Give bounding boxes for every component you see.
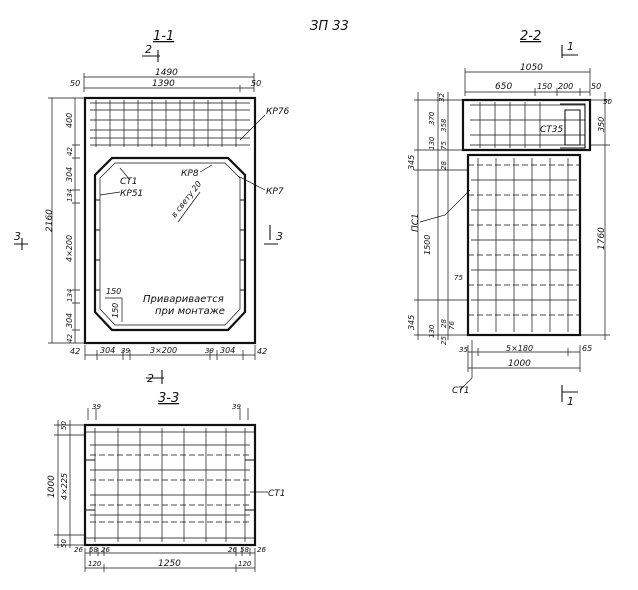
view-1-1: 1-1 2 1490 50 1390 50 КР76 КР8 КР7 СТ1 К… — [14, 29, 290, 385]
label-kr51: КР51 — [120, 189, 143, 199]
dim-bottom-120-left: 120 — [88, 560, 102, 568]
dim-top-39-left: 39 — [92, 403, 101, 411]
label-st35: СТ35 — [540, 125, 564, 135]
dim-left-1000: 1000 — [47, 475, 57, 498]
dim-top-1390: 1390 — [152, 79, 175, 89]
dim-bottom-35: 35 — [459, 346, 468, 354]
label-kr76: КР76 — [266, 107, 290, 117]
view-2-2: 2-2 1 1050 650 150 200 50 СТ35 32 370 13… — [407, 29, 612, 408]
dim-right-350: 350 — [597, 117, 606, 132]
dim-left-42-top: 42 — [66, 147, 74, 156]
dim-bottom-120-right: 120 — [238, 560, 252, 568]
dim-left-304-top: 304 — [65, 167, 74, 182]
label-150-b: 150 — [111, 303, 120, 318]
dim-left-130-bottom: 130 — [428, 324, 436, 338]
dim-top-39-right: 39 — [232, 403, 241, 411]
dim-bottom-58-a: 58 — [89, 546, 98, 554]
dim-left-42-bottom: 42 — [66, 334, 74, 343]
cut-mark-1-top: 1 — [567, 40, 574, 53]
dim-bottom-1000: 1000 — [508, 359, 531, 369]
view-1-1-title: 1-1 — [153, 29, 174, 44]
label-st1-3-3: СТ1 — [268, 489, 286, 499]
label-kr8: КР8 — [181, 169, 199, 179]
dim-bottom-304-left: 304 — [100, 346, 115, 355]
dim-left-400: 400 — [65, 113, 74, 128]
dim-right-1760: 1760 — [597, 227, 607, 250]
dim-overall-2160: 2160 — [45, 209, 55, 232]
dim-bottom-26-b: 26 — [101, 546, 110, 554]
cut-mark-1-bottom: 1 — [567, 395, 574, 408]
dim-left-134-bottom: 134 — [66, 289, 74, 302]
dim-left-75-bottom: 75 — [454, 274, 463, 282]
dim-left-50-bottom: 50 — [60, 539, 68, 548]
dim-bottom-1250: 1250 — [158, 559, 181, 569]
dim-bottom-26-c: 26 — [228, 546, 237, 554]
dim-left-345-top: 345 — [407, 155, 416, 170]
dim-bottom-3x200: 3×200 — [150, 346, 177, 355]
dim-bottom-42-right: 42 — [257, 347, 267, 356]
dim-bottom-5x180: 5×180 — [506, 344, 533, 353]
dim-bottom-42-left: 42 — [70, 347, 80, 356]
dim-left-32: 32 — [438, 93, 446, 102]
dim-bottom-39-left: 39 — [121, 347, 130, 355]
dim-left-358: 358 — [440, 118, 448, 132]
dim-left-345-bottom: 345 — [407, 315, 416, 330]
dim-bottom-39-right: 39 — [205, 347, 214, 355]
label-st1-2-2: СТ1 — [452, 386, 470, 396]
note-weld-line2: при монтаже — [155, 306, 225, 317]
dim-left-4x225: 4×225 — [60, 473, 69, 500]
cut-mark-3-left: 3 — [14, 230, 21, 243]
label-st1: СТ1 — [120, 177, 138, 187]
view-2-2-title: 2-2 — [520, 29, 541, 44]
dim-right-50: 50 — [603, 98, 612, 106]
dim-left-75-top: 75 — [440, 141, 448, 150]
sheet-code: ЗП 33 — [310, 19, 349, 34]
dim-bottom-26-a: 26 — [74, 546, 83, 554]
view-3-3: 3-3 39 39 50 1000 4×225 50 СТ1 26 58 26 … — [47, 391, 286, 572]
dim-left-130-top: 130 — [428, 136, 436, 150]
dim-left-304-bottom: 304 — [65, 313, 74, 328]
dim-left-76: 76 — [448, 321, 456, 330]
dim-left-134-top: 134 — [66, 189, 74, 202]
label-ps1: ПС1 — [411, 213, 421, 232]
dim-top-1490: 1490 — [155, 68, 178, 78]
dim-left-28-top: 28 — [440, 161, 448, 170]
dim-left-28-bottom: 28 — [440, 319, 448, 328]
dim-left-25: 25 — [440, 336, 448, 345]
dim-left-4x200: 4×200 — [65, 235, 74, 262]
label-kr7: КР7 — [266, 187, 284, 197]
dim-bottom-304-right: 304 — [220, 346, 235, 355]
label-150-a: 150 — [106, 287, 121, 296]
dim-top-650: 650 — [495, 82, 512, 92]
dim-top-50-right: 50 — [251, 79, 261, 88]
dim-bottom-58-b: 58 — [240, 546, 249, 554]
cut-mark-3-right: 3 — [276, 230, 283, 243]
dim-top-50: 50 — [591, 82, 601, 91]
view-3-3-title: 3-3 — [158, 391, 179, 406]
dim-bottom-26-d: 26 — [257, 546, 266, 554]
dim-top-50-left: 50 — [70, 79, 80, 88]
note-weld-line1: Приваривается — [143, 294, 224, 305]
label-clear-span: в свету 20 — [169, 179, 203, 219]
dim-bottom-65: 65 — [582, 344, 592, 353]
dim-left-370: 370 — [428, 111, 436, 125]
dim-top-200: 200 — [558, 82, 573, 91]
dim-top-1050: 1050 — [520, 63, 543, 73]
dim-left-1500: 1500 — [423, 235, 432, 255]
dim-left-50-top: 50 — [60, 421, 68, 430]
dim-top-150: 150 — [537, 82, 552, 91]
cut-mark-2-top: 2 — [145, 43, 152, 56]
